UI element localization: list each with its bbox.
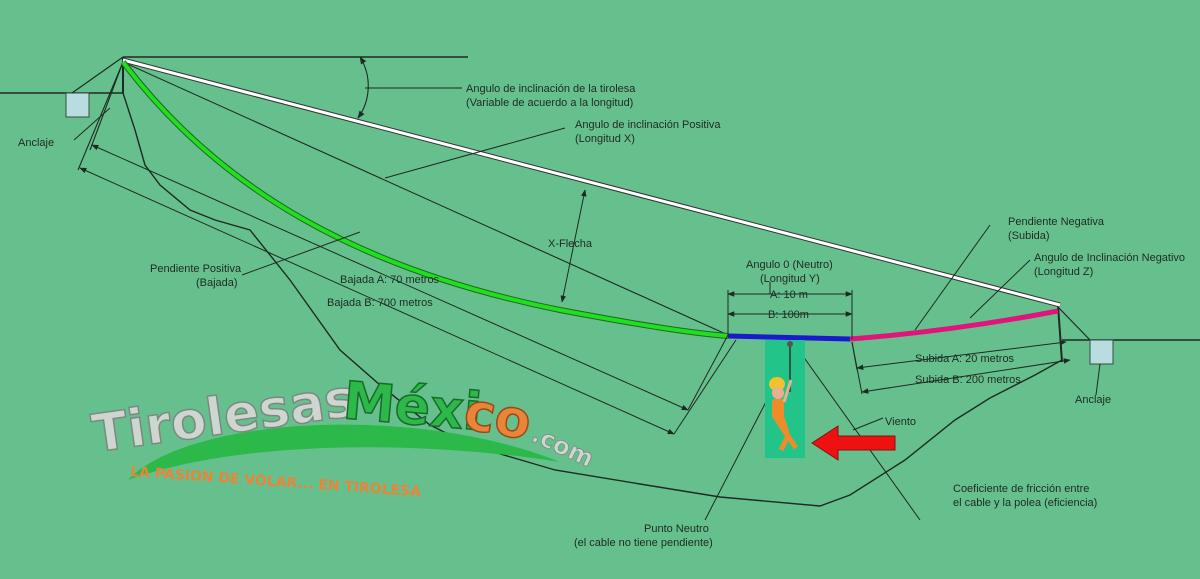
logo: Tirolesas Méxi co .com LA PASION DE VOLA… xyxy=(88,368,599,500)
tilt-angle-label: Angulo de inclinación de la tirolesa(Var… xyxy=(466,83,636,109)
negative-slope-label: Pendiente Negativa(Subida) xyxy=(1008,216,1105,242)
anchor-block-left xyxy=(65,92,90,118)
positive-slope-label: Pendiente Positiva(Bajada) xyxy=(150,263,242,289)
ascent-dimensions xyxy=(851,339,1071,395)
logo-tagline: LA PASION DE VOLAR... EN TIROLESA xyxy=(130,464,422,500)
leader-lines xyxy=(73,87,1101,521)
wind-label: Viento xyxy=(885,416,916,428)
ground-left xyxy=(0,62,124,94)
labels: Angulo de inclinación de la tirolesa(Var… xyxy=(18,83,1185,549)
x-sag-label: X-Flecha xyxy=(548,238,593,250)
neutral-b-label: B: 100m xyxy=(768,309,809,321)
descent-a-label: Bajada A: 70 metros xyxy=(340,274,440,286)
positive-angle-label: Angulo de inclinación Positiva(Longitud … xyxy=(575,119,721,145)
zipline-rider xyxy=(765,340,805,458)
tower-right xyxy=(1057,304,1063,363)
neutral-point-label: Punto Neutro(el cable no tiene pendiente… xyxy=(574,523,713,549)
cable-negative-slope xyxy=(849,308,1059,342)
zero-angle-label: Angulo 0 (Neutro)(Longitud Y) xyxy=(746,259,833,285)
anchor-guy-left xyxy=(71,56,124,94)
anchor-right-label: Anclaje xyxy=(1075,394,1111,406)
descent-b-label: Bajada B: 700 metros xyxy=(327,297,433,309)
anchor-block-right xyxy=(1089,339,1114,365)
ascent-b-label: Subida B: 200 metros xyxy=(915,374,1021,386)
anchor-guy-right xyxy=(1057,306,1091,341)
neutral-a-label: A: 10 m xyxy=(770,289,808,301)
anchor-left-label: Anclaje xyxy=(18,137,54,149)
neutral-dimensions xyxy=(727,282,853,339)
cable-neutral xyxy=(727,333,851,342)
negative-angle-label: Angulo de Inclinación Negativo(Longitud … xyxy=(1034,252,1185,278)
logo-swoosh xyxy=(128,424,560,480)
logo-part-3: co xyxy=(460,382,536,453)
sag-arrow xyxy=(560,189,587,303)
logo-part-2: Méxi xyxy=(341,371,484,443)
ascent-a-label: Subida A: 20 metros xyxy=(915,353,1015,365)
descent-dimensions xyxy=(79,144,737,435)
wind-arrow xyxy=(811,425,896,461)
